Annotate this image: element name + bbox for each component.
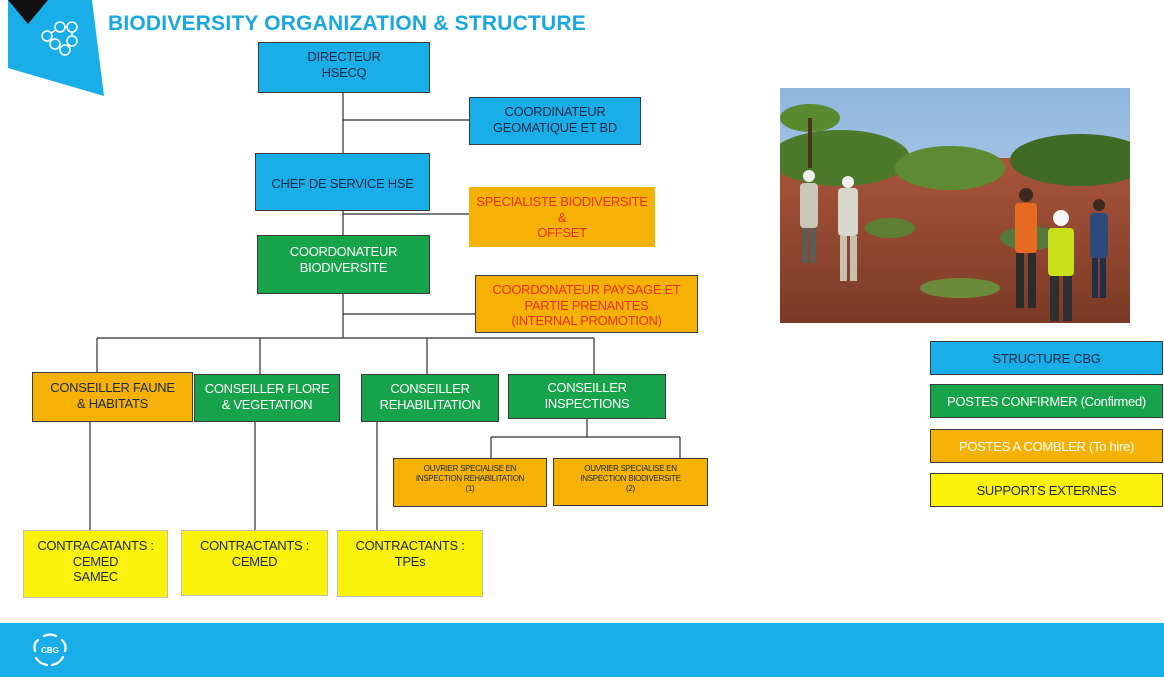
box-contr-faune-line1: CONTRACATANTS : — [37, 538, 154, 553]
box-rehab-line2: REHABILITATION — [379, 396, 481, 412]
box-contr-rehab-line2: TPEs — [394, 553, 426, 569]
box-coordinateur-geomatique: COORDINATEUR GEOMATIQUE ET BD — [469, 97, 641, 145]
legend-to-hire-label: POSTES A COMBLER (To hire) — [959, 438, 1134, 454]
box-contr-rehab-line1: CONTRACTANTS : — [355, 538, 465, 553]
box-coord-biodiv-line2: BIODIVERSITE — [299, 259, 388, 275]
box-geomatique-line1: COORDINATEUR — [504, 104, 606, 119]
header-corner-graphic — [8, 0, 104, 96]
box-contractants-faune: CONTRACATANTS : CEMED SAMEC — [23, 530, 168, 598]
workers-figures — [800, 170, 1108, 321]
box-ouvrier-rehabilitation: OUVRIER SPECIALISE EN INSPECTION REHABIL… — [393, 458, 547, 507]
page-title: BIODIVERSITY ORGANIZATION & STRUCTURE — [108, 12, 586, 35]
box-ouvrier-biodiv-line2: INSPECTION BIODIVERSITE — [580, 474, 681, 483]
box-coordonateur-paysage: COORDONATEUR PAYSAGE ET PARTIE PRENANTES… — [475, 275, 698, 333]
box-conseiller-flore: CONSEILLER FLORE & VEGETATION — [194, 374, 340, 422]
box-flore-line1: CONSEILLER FLORE — [204, 381, 330, 396]
box-inspections-line1: CONSEILLER — [547, 380, 627, 395]
box-ouvrier-rehab-line2: INSPECTION REHABILITATION — [415, 474, 525, 483]
box-conseiller-faune: CONSEILLER FAUNE & HABITATS — [32, 372, 193, 422]
cbg-logo-icon: CBG — [33, 633, 67, 667]
box-contractants-rehab: CONTRACTANTS : TPEs — [337, 530, 483, 597]
box-coord-biodiv-line1: COORDONATEUR — [289, 244, 398, 259]
box-faune-line1: CONSEILLER FAUNE — [50, 380, 175, 395]
box-ouvrier-rehab-line3: (1) — [465, 484, 475, 493]
box-contractants-flore: CONTRACTANTS : CEMED — [181, 530, 328, 596]
box-chef-service-line1: CHEF DE SERVICE HSE — [271, 176, 414, 191]
field-team-photo — [780, 88, 1130, 323]
box-ouvrier-biodiversite: OUVRIER SPECIALISE EN INSPECTION BIODIVE… — [553, 458, 708, 506]
box-conseiller-inspections: CONSEILLER INSPECTIONS — [508, 374, 666, 419]
box-contr-flore-line1: CONTRACTANTS : — [200, 538, 309, 553]
legend-externes-label: SUPPORTS EXTERNES — [976, 482, 1117, 498]
box-contr-faune-line2: CEMED — [72, 553, 119, 569]
footer-bar: CBG — [0, 623, 1164, 677]
legend-postes-a-combler: POSTES A COMBLER (To hire) — [930, 429, 1163, 463]
legend-postes-confirmer: POSTES CONFIRMER (Confirmed) — [930, 384, 1163, 418]
box-ouvrier-biodiv-line1: OUVRIER SPECIALISE EN — [584, 464, 677, 473]
box-directeur-line2: HSECQ — [321, 64, 367, 80]
box-inspections-line2: INSPECTIONS — [544, 395, 630, 411]
legend-confirmed-label: POSTES CONFIRMER (Confirmed) — [947, 393, 1146, 409]
legend-structure-label: STRUCTURE CBG — [992, 350, 1101, 366]
box-directeur-line1: DIRECTEUR — [307, 49, 381, 64]
box-flore-line2: & VEGETATION — [221, 396, 313, 412]
box-rehab-line1: CONSEILLER — [390, 381, 470, 396]
box-coord-paysage-line1: COORDONATEUR PAYSAGE ET — [492, 282, 681, 297]
box-chef-service-hse: CHEF DE SERVICE HSE — [255, 153, 430, 211]
box-specialiste-line3: OFFSET — [537, 225, 587, 241]
box-coordonateur-biodiversite: COORDONATEUR BIODIVERSITE — [257, 235, 430, 294]
box-coord-paysage-line2: PARTIE PRENANTES — [524, 297, 649, 313]
box-specialiste-line2: & — [557, 209, 567, 225]
legend-supports-externes: SUPPORTS EXTERNES — [930, 473, 1163, 507]
box-coord-paysage-line3: (INTERNAL PROMOTION) — [511, 313, 662, 329]
box-contr-flore-line2: CEMED — [231, 553, 278, 569]
box-specialiste-biodiversite: SPECIALISTE BIODIVERSITE & OFFSET — [469, 187, 655, 247]
box-specialiste-line1: SPECIALISTE BIODIVERSITE — [476, 194, 648, 209]
box-ouvrier-biodiv-line3: (2) — [626, 484, 635, 493]
cbg-logo-text: CBG — [41, 646, 59, 655]
network-icon — [41, 21, 78, 56]
box-contr-faune-line3: SAMEC — [73, 569, 118, 585]
box-directeur: DIRECTEUR HSECQ — [258, 42, 430, 93]
legend-structure-cbg: STRUCTURE CBG — [930, 341, 1163, 375]
box-geomatique-line2: GEOMATIQUE ET BD — [492, 119, 617, 135]
box-faune-line2: & HABITATS — [77, 395, 148, 411]
box-ouvrier-rehab-line1: OUVRIER SPECIALISE EN — [423, 464, 517, 473]
box-conseiller-rehabilitation: CONSEILLER REHABILITATION — [361, 374, 499, 422]
